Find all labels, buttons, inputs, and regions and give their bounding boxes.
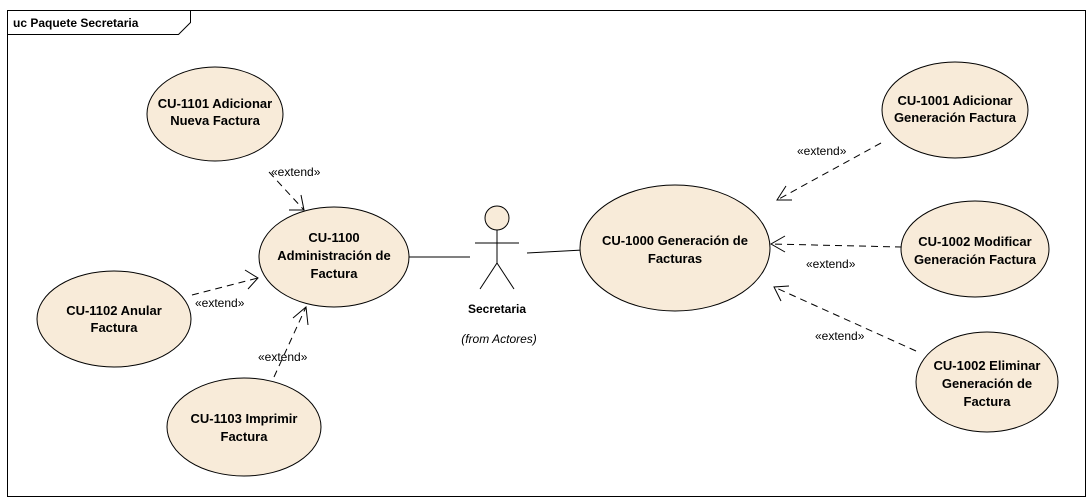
frame-title: uc Paquete Secretaria — [13, 16, 139, 30]
svg-text:Generación Factura: Generación Factura — [894, 110, 1017, 125]
svg-text:Factura: Factura — [311, 266, 359, 281]
extend-cu1103: «extend» — [258, 306, 309, 378]
svg-text:CU-1103 Imprimir: CU-1103 Imprimir — [191, 411, 298, 426]
extend-label-cu1002e: «extend» — [815, 329, 865, 343]
use-case-cu1103[interactable]: CU-1103 Imprimir Factura — [166, 377, 322, 477]
svg-text:CU-1102 Anular: CU-1102 Anular — [66, 303, 162, 318]
svg-text:Facturas: Facturas — [648, 251, 702, 266]
use-case-cu1002-eliminar[interactable]: CU-1002 Eliminar Generación de Factura — [915, 331, 1059, 433]
use-case-cu1002-modificar[interactable]: CU-1002 Modificar Generación Factura — [900, 200, 1050, 298]
svg-text:Factura: Factura — [964, 394, 1012, 409]
extend-cu1002e: «extend» — [773, 285, 917, 352]
extend-cu1101: «extend» — [268, 165, 321, 211]
svg-text:CU-1002 Eliminar: CU-1002 Eliminar — [934, 358, 1041, 373]
svg-text:Generación de: Generación de — [942, 376, 1032, 391]
use-case-cu1100[interactable]: CU-1100 Administración de Factura — [258, 206, 410, 308]
use-case-cu1000[interactable]: CU-1000 Generación de Facturas — [579, 184, 771, 312]
svg-text:CU-1002 Modificar: CU-1002 Modificar — [918, 234, 1031, 249]
association-actor-cu1000 — [526, 249, 584, 254]
extend-label-cu1002m: «extend» — [806, 257, 856, 271]
extend-cu1102: «extend» — [191, 269, 259, 310]
extend-cu1002m: «extend» — [769, 235, 903, 271]
svg-text:CU-1001 Adicionar: CU-1001 Adicionar — [897, 93, 1012, 108]
use-case-cu1102[interactable]: CU-1102 Anular Factura — [36, 270, 192, 368]
extend-label-cu1103: «extend» — [258, 350, 308, 364]
actor-head — [484, 205, 510, 231]
svg-text:CU-1000 Generación de: CU-1000 Generación de — [602, 233, 748, 248]
extend-label-cu1001: «extend» — [797, 144, 847, 158]
actor-right-leg — [496, 262, 515, 290]
frame-title-tab — [7, 10, 191, 35]
actor-left-leg — [479, 262, 498, 290]
actor-from: (from Actores) — [461, 332, 537, 346]
extend-label-cu1101: «extend» — [271, 165, 321, 179]
svg-text:CU-1100: CU-1100 — [308, 230, 359, 245]
actor-name: Secretaria — [468, 302, 526, 316]
extend-cu1001: «extend» — [776, 142, 882, 201]
svg-text:Generación Factura: Generación Factura — [914, 252, 1037, 267]
svg-text:CU-1101 Adicionar: CU-1101 Adicionar — [158, 96, 272, 111]
use-case-cu1101[interactable]: CU-1101 Adicionar Nueva Factura — [146, 66, 284, 162]
actor-secretaria[interactable]: Secretaria (from Actores) — [461, 205, 537, 346]
extend-label-cu1102: «extend» — [195, 296, 245, 310]
svg-text:Nueva Factura: Nueva Factura — [170, 113, 260, 128]
svg-text:Factura: Factura — [221, 429, 269, 444]
svg-text:Factura: Factura — [91, 320, 139, 335]
use-case-cu1001[interactable]: CU-1001 Adicionar Generación Factura — [881, 61, 1029, 159]
svg-text:Administración de: Administración de — [277, 248, 390, 263]
